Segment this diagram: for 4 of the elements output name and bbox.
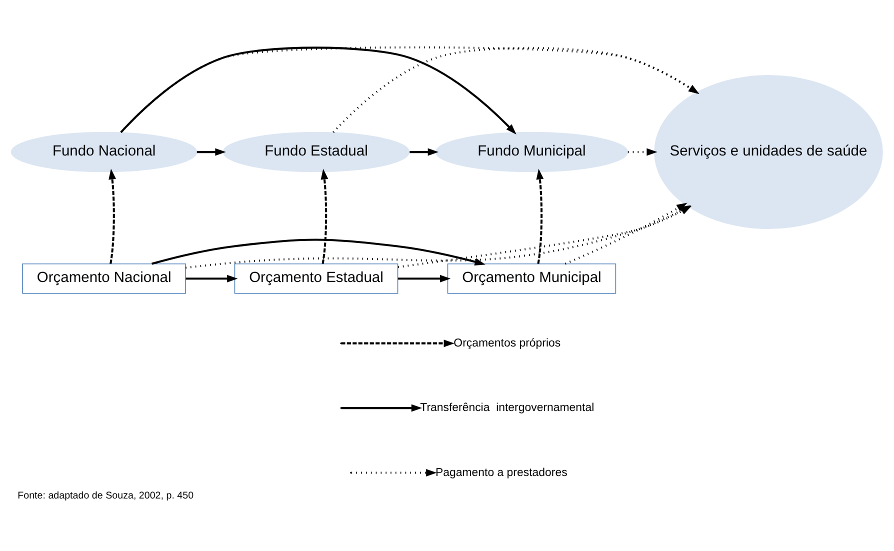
legend-label: Pagamento a prestadores <box>436 466 568 478</box>
caption: Fonte: adaptado de Souza, 2002, p. 450 <box>18 490 194 502</box>
legend-label: Orçamentos próprios <box>454 336 561 349</box>
legend-label: Transferência intergovernamental <box>420 402 594 414</box>
